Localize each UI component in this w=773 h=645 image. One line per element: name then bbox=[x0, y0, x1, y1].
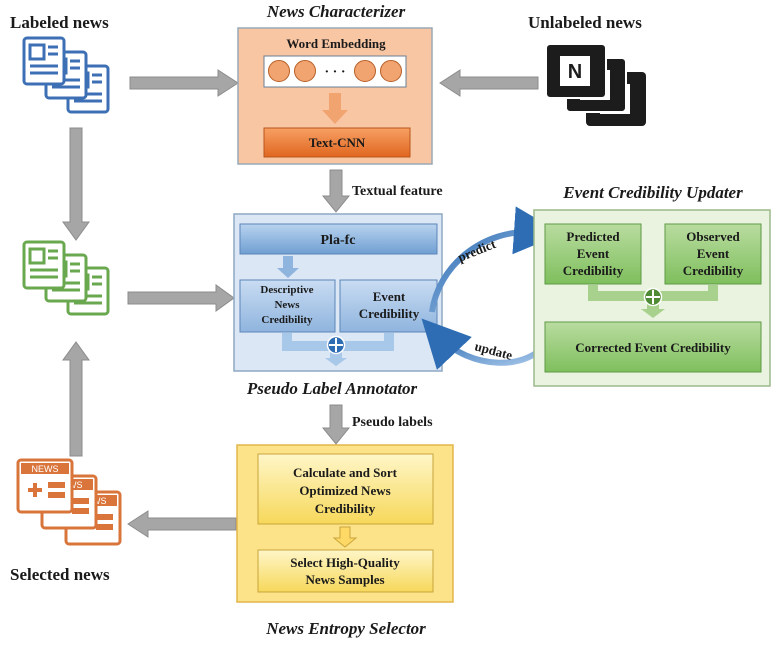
characterizer-title: News Characterizer bbox=[266, 2, 406, 21]
predicted-line2: Event bbox=[577, 246, 610, 261]
observed-line1: Observed bbox=[686, 229, 740, 244]
descriptive-credibility-box bbox=[239, 279, 336, 333]
labeled-news-icon bbox=[22, 36, 110, 114]
arrow-selector-to-selected bbox=[127, 510, 237, 538]
event-credibility-box bbox=[339, 279, 438, 333]
arrow-characterizer-to-annotator bbox=[321, 169, 351, 213]
textual-feature-label: Textual feature bbox=[352, 184, 443, 199]
arrow-annotator-to-selector bbox=[321, 404, 351, 445]
select-line2: News Samples bbox=[305, 572, 384, 587]
embedding-to-cnn-arrow bbox=[322, 93, 348, 124]
calc-line1: Calculate and Sort bbox=[293, 465, 398, 480]
embedding-tokens bbox=[268, 60, 402, 82]
descriptive-line3: Credibility bbox=[261, 314, 313, 326]
svg-text:N: N bbox=[568, 61, 582, 83]
pla-fc-box bbox=[239, 223, 438, 255]
calculate-sort-box bbox=[257, 453, 434, 525]
selected-news-icon: NEWS NEWS NEWS bbox=[16, 458, 122, 546]
updater-title: Event Credibility Updater bbox=[562, 183, 743, 202]
event-cred-line1: Event bbox=[373, 289, 406, 304]
select-line1: Select High-Quality bbox=[290, 555, 400, 570]
descriptive-line2: News bbox=[274, 299, 300, 311]
arrow-labeled-to-characterizer bbox=[129, 69, 239, 97]
plafc-down-arrow bbox=[277, 256, 299, 278]
text-cnn-box bbox=[263, 127, 411, 158]
gray-arrows bbox=[62, 69, 539, 538]
predict-label: predict bbox=[456, 236, 499, 265]
text-cnn-label: Text-CNN bbox=[309, 135, 366, 150]
observed-line3: Credibility bbox=[683, 263, 744, 278]
calc-line3: Credibility bbox=[315, 501, 376, 516]
calc-line2: Optimized News bbox=[299, 483, 390, 498]
predict-arc bbox=[429, 206, 562, 313]
updater-sum-icon bbox=[643, 287, 663, 307]
annotator-sum-icon bbox=[326, 335, 346, 355]
arrow-selected-to-training bbox=[62, 341, 90, 457]
observed-event-credibility-box bbox=[664, 223, 762, 285]
corrected-label: Corrected Event Credibility bbox=[575, 340, 731, 355]
predicted-line1: Predicted bbox=[566, 229, 620, 244]
unlabeled-news-label: Unlabeled news bbox=[528, 13, 642, 32]
unlabeled-news-icon: N N N bbox=[545, 43, 646, 126]
arrow-labeled-to-training bbox=[62, 127, 90, 241]
labeled-news-label: Labeled news bbox=[10, 13, 109, 32]
annotator-title: Pseudo Label Annotator bbox=[246, 379, 418, 398]
select-high-quality-box bbox=[257, 549, 434, 593]
word-embedding-label: Word Embedding bbox=[286, 36, 386, 51]
event-cred-line2: Credibility bbox=[359, 306, 420, 321]
selected-news-label: Selected news bbox=[10, 565, 110, 584]
descriptive-line1: Descriptive bbox=[260, 284, 313, 296]
predicted-event-credibility-box bbox=[544, 223, 642, 285]
training-news-icon bbox=[22, 240, 110, 316]
observed-line2: Event bbox=[697, 246, 730, 261]
arrow-training-to-annotator bbox=[127, 284, 235, 312]
arrow-unlabeled-to-characterizer bbox=[439, 69, 539, 97]
pseudo-labels-label: Pseudo labels bbox=[352, 415, 433, 430]
selector-title: News Entropy Selector bbox=[265, 619, 426, 638]
embedding-ellipsis: · · · bbox=[324, 65, 345, 80]
pla-fc-label: Pla-fc bbox=[321, 233, 356, 248]
corrected-event-credibility-box bbox=[544, 321, 762, 373]
calc-to-select-arrow bbox=[332, 526, 358, 548]
svg-text:NEWS: NEWS bbox=[32, 464, 59, 474]
predicted-line3: Credibility bbox=[563, 263, 624, 278]
